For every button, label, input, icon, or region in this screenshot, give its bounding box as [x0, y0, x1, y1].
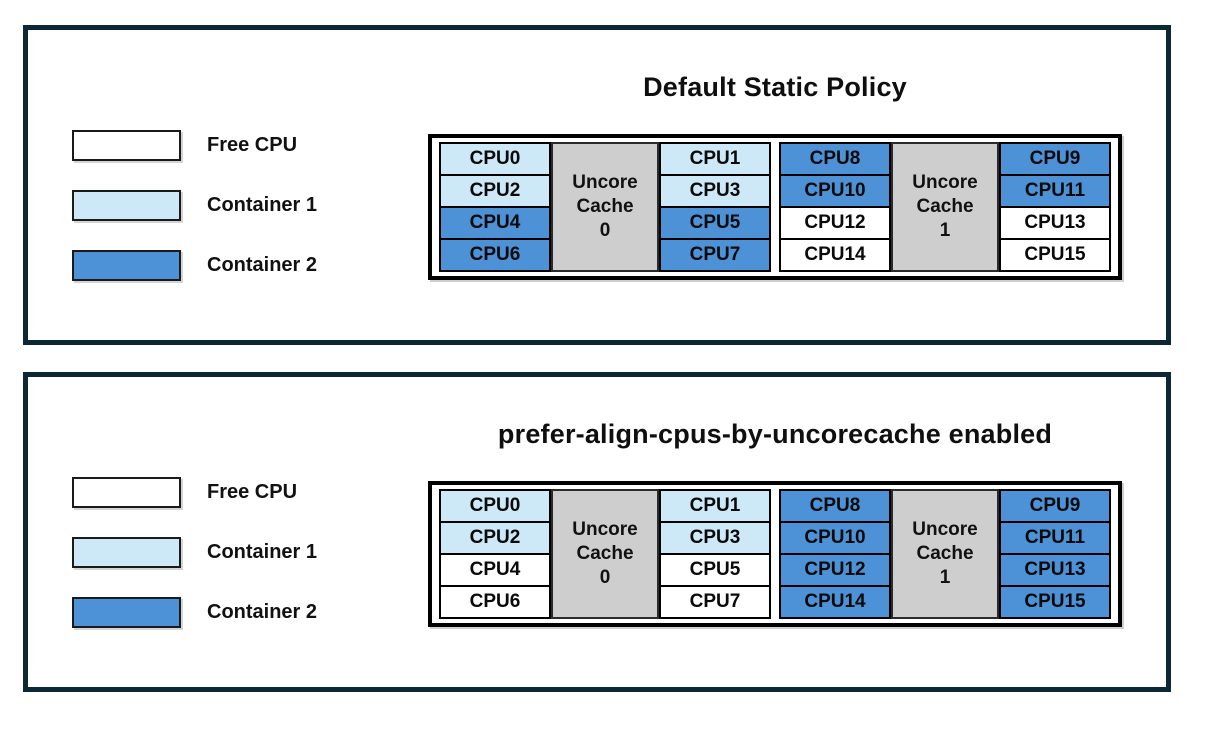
- cpu-cell: CPU13: [999, 553, 1111, 587]
- cpu-cell: CPU2: [439, 521, 551, 555]
- cpu-cell: CPU1: [659, 142, 771, 176]
- cpu-cell: CPU12: [779, 206, 891, 240]
- legend-label: Container 1: [207, 194, 318, 216]
- legend-color-swatch: [72, 537, 181, 568]
- cpu-cell: CPU1: [659, 489, 771, 523]
- uncore-cache-label-line: 0: [599, 219, 611, 241]
- cpu-cell: CPU7: [659, 238, 771, 272]
- uncore-cache-label-line: 1: [939, 219, 951, 241]
- cpu-cell: CPU0: [439, 489, 551, 523]
- legend-item: Container 2: [72, 250, 317, 281]
- cpu-cell: CPU4: [439, 206, 551, 240]
- cpu-cell: CPU3: [659, 174, 771, 208]
- uncore-cache-label-line: 0: [599, 566, 611, 588]
- uncore-cache-label-line: Cache: [576, 543, 634, 565]
- legend-item: Container 1: [72, 537, 317, 568]
- cpu-cell: CPU6: [439, 238, 551, 272]
- cpu-cell: CPU12: [779, 553, 891, 587]
- panel-prefer-align-uncorecache: prefer-align-cpus-by-uncorecache enabled…: [23, 372, 1171, 692]
- panel-title: prefer-align-cpus-by-uncorecache enabled: [497, 419, 1053, 449]
- legend: Free CPU Container 1 Container 2: [72, 477, 317, 628]
- cpu-cell: CPU15: [999, 238, 1111, 272]
- panel-title: Default Static Policy: [643, 72, 907, 102]
- uncore-cache-label-line: Cache: [916, 196, 974, 218]
- cpu-cell: CPU3: [659, 521, 771, 555]
- legend-color-swatch: [72, 477, 181, 508]
- cpu-cell: CPU6: [439, 585, 551, 619]
- uncore-cache-label-line: Uncore: [572, 519, 638, 541]
- legend-item: Free CPU: [72, 130, 317, 161]
- cpu-cell: CPU5: [659, 206, 771, 240]
- legend-item: Free CPU: [72, 477, 317, 508]
- legend-label: Container 2: [207, 601, 318, 623]
- legend-color-swatch: [72, 190, 181, 221]
- legend-item: Container 1: [72, 190, 317, 221]
- cpu-cell: CPU9: [999, 489, 1111, 523]
- cpu-cell: CPU14: [779, 238, 891, 272]
- cpu-cell: CPU10: [779, 521, 891, 555]
- uncore-cache-label-line: Uncore: [572, 172, 638, 194]
- uncore-cache-label-line: Uncore: [912, 172, 978, 194]
- cpu-cell: CPU2: [439, 174, 551, 208]
- cpu-cell: CPU11: [999, 174, 1111, 208]
- legend-label: Free CPU: [207, 134, 298, 156]
- uncore-cache-label-line: Uncore: [912, 519, 978, 541]
- uncore-cache-label-line: Cache: [916, 543, 974, 565]
- legend-label: Free CPU: [207, 481, 298, 503]
- cpu-cell: CPU7: [659, 585, 771, 619]
- cpu-cell: CPU14: [779, 585, 891, 619]
- cpu-cell: CPU4: [439, 553, 551, 587]
- legend-color-swatch: [72, 250, 181, 281]
- cpu-cell: CPU11: [999, 521, 1111, 555]
- cpu-cell: CPU10: [779, 174, 891, 208]
- legend: Free CPU Container 1 Container 2: [72, 130, 317, 281]
- legend-label: Container 1: [207, 541, 318, 563]
- legend-label: Container 2: [207, 254, 318, 276]
- cpu-cell: CPU5: [659, 553, 771, 587]
- cpu-cell: CPU9: [999, 142, 1111, 176]
- cpu-cell: CPU0: [439, 142, 551, 176]
- uncore-cache-label-line: Cache: [576, 196, 634, 218]
- cpu-cell: CPU15: [999, 585, 1111, 619]
- uncore-cache-label-line: 1: [939, 566, 951, 588]
- legend-color-swatch: [72, 597, 181, 628]
- cpu-cell: CPU8: [779, 142, 891, 176]
- legend-color-swatch: [72, 130, 181, 161]
- cpu-cell: CPU13: [999, 206, 1111, 240]
- panel-default-static-policy: Default Static Policy Free CPU Container…: [23, 25, 1171, 345]
- cpu-cell: CPU8: [779, 489, 891, 523]
- legend-item: Container 2: [72, 597, 317, 628]
